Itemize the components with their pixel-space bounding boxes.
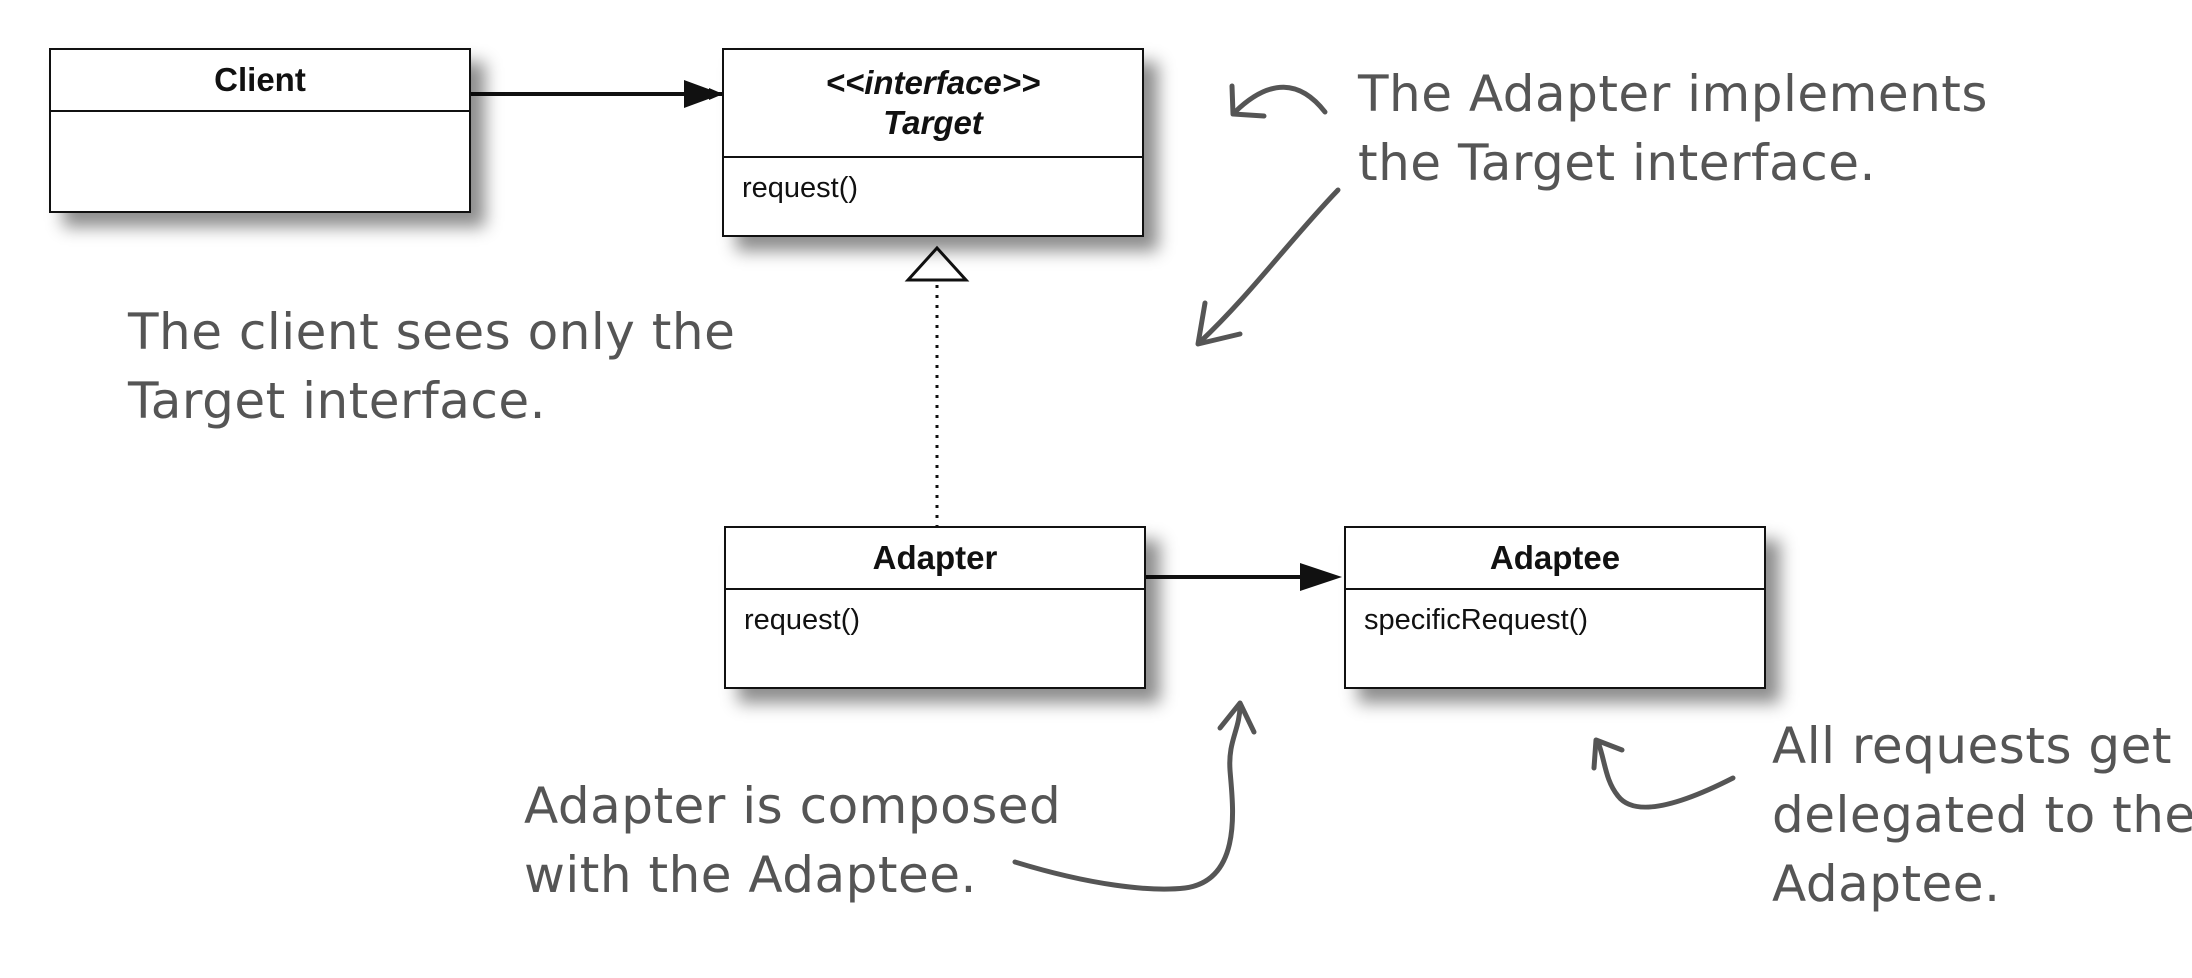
note-adapter-composed: Adapter is composed with the Adaptee. [524, 772, 1061, 910]
note-delegated-line-2: delegated to the [1772, 786, 2192, 844]
note-adapter-implements-target: The Adapter implements the Target interf… [1358, 60, 1988, 198]
note-composed-line-1: Adapter is composed [524, 777, 1062, 835]
adapter-class: Adapter request() [724, 526, 1146, 689]
target-interface: <<interface>> Target request() [722, 48, 1144, 237]
adaptee-class-header: Adaptee [1346, 528, 1764, 590]
adaptee-class-methods: specificRequest() [1346, 590, 1764, 651]
note-client-sees-line-2: Target interface. [128, 372, 546, 430]
delegated-arrow [1595, 739, 1736, 810]
implements-long-arrow [1197, 187, 1341, 345]
composed-arrowhead [1217, 700, 1257, 735]
note-composed-line-2: with the Adaptee. [524, 846, 977, 904]
adaptee-class-name: Adaptee [1489, 539, 1621, 577]
adapter-class-name: Adapter [872, 539, 998, 577]
note-client-sees-target: The client sees only the Target interfac… [128, 298, 735, 436]
adapter-class-header: Adapter [726, 528, 1144, 590]
realization-triangle [904, 245, 970, 282]
client-class-body [51, 112, 469, 140]
client-class-header: Client [51, 50, 469, 112]
composed-arrow [1012, 702, 1243, 892]
target-stereotype: <<interface>> [825, 64, 1041, 102]
note-delegated-line-3: Adaptee. [1772, 855, 2001, 913]
target-interface-header: <<interface>> Target [724, 50, 1142, 158]
adapter-class-methods: request() [726, 590, 1144, 651]
note-client-sees-line-1: The client sees only the [128, 303, 736, 361]
client-class: Client [49, 48, 471, 213]
implements-long-arrowhead [1195, 300, 1243, 347]
target-interface-name: Target [883, 104, 983, 141]
target-interface-methods: request() [724, 158, 1142, 219]
note-requests-delegated: All requests get delegated to the Adapte… [1772, 712, 2192, 919]
adaptee-class: Adaptee specificRequest() [1344, 526, 1766, 689]
target-method-request: request() [742, 172, 859, 204]
note-delegated-line-1: All requests get [1772, 717, 2172, 775]
implements-curl-arrow [1232, 84, 1328, 115]
implements-curl-arrowhead [1229, 83, 1267, 119]
note-implements-line-2: the Target interface. [1358, 134, 1876, 192]
adaptee-method-specific-request: specificRequest() [1364, 604, 1589, 636]
delegated-arrowhead [1591, 737, 1625, 771]
client-target-arrowhead [684, 80, 722, 108]
client-class-name: Client [214, 61, 306, 99]
note-implements-line-1: The Adapter implements [1358, 65, 1988, 123]
adapter-method-request: request() [744, 604, 861, 636]
adapter-adaptee-arrowhead [1300, 563, 1342, 591]
